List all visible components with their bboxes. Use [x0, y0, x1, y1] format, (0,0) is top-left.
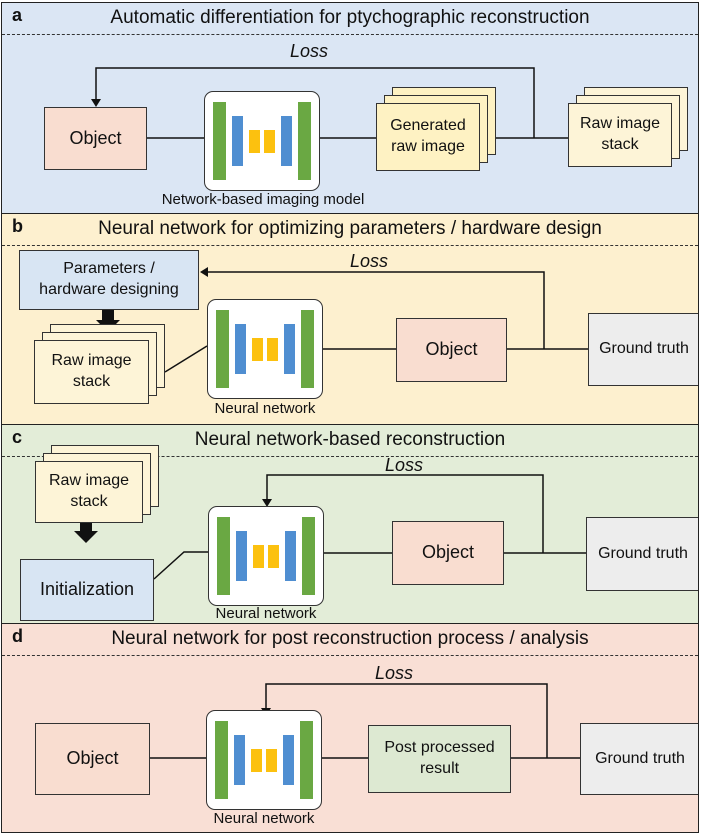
post-processed-label: Post processed result — [384, 739, 495, 777]
panel-letter: d — [12, 626, 23, 646]
decoder-bar-outer — [301, 310, 314, 388]
connector-lines — [91, 67, 568, 139]
bottleneck-bar-right — [264, 130, 275, 153]
raw-image-stack-label: Raw image stack — [579, 115, 661, 153]
decoder-bar-inner — [285, 531, 296, 581]
ground-truth-label: Ground truth — [599, 340, 689, 358]
panel-letter: a — [12, 5, 23, 25]
ground-truth-label: Ground truth — [598, 544, 688, 562]
ground-truth-label: Ground truth — [595, 749, 685, 767]
raw-image-stack-label: Raw image stack — [51, 352, 132, 390]
encoder-bar-outer — [215, 721, 228, 799]
bottleneck-bar-left — [252, 338, 263, 361]
divider — [2, 456, 698, 457]
encoder-bar-outer — [216, 310, 229, 388]
bottleneck-bar-right — [267, 338, 278, 361]
encoder-bar-outer — [213, 102, 226, 180]
decoder-bar-inner — [284, 324, 295, 374]
decoder-bar-inner — [283, 735, 294, 785]
panel-d: d Neural network for post reconstruction… — [1, 623, 699, 833]
loss-label: Loss — [375, 663, 414, 683]
panel-letter: b — [12, 216, 23, 236]
ground-truth-box: Ground truth — [586, 517, 698, 591]
network-label: Network-based imaging model — [161, 191, 365, 208]
object-box: Object — [44, 107, 147, 170]
initialization-label: Initialization — [39, 579, 135, 600]
object-label: Object — [69, 127, 122, 148]
loss-label: Loss — [385, 455, 424, 475]
loss-label: Loss — [290, 41, 329, 61]
decoder-bar-inner — [281, 116, 292, 166]
encoder-bar-inner — [235, 324, 246, 374]
bottleneck-bar-right — [266, 749, 277, 772]
encoder-bar-outer — [217, 517, 230, 595]
object-label: Object — [425, 339, 478, 360]
object-box: Object — [396, 318, 507, 382]
raw-image-stack-label: Raw image stack — [48, 472, 130, 510]
raw-image-stack-box: Raw image stack — [34, 340, 149, 404]
raw-image-stack-box: Raw image stack — [35, 461, 143, 523]
bottleneck-bar-left — [253, 545, 264, 568]
decoder-bar-outer — [298, 102, 311, 180]
panel-title: Automatic differentiation for ptychograp… — [110, 7, 590, 28]
generated-raw-image-box: Generated raw image — [376, 103, 480, 171]
bottleneck-bar-left — [249, 130, 260, 153]
network-label: Neural network — [213, 810, 315, 827]
ground-truth-box: Ground truth — [580, 723, 698, 795]
panel-a: a Automatic differentiation for ptychogr… — [1, 2, 699, 214]
connector-lines — [74, 474, 586, 580]
loss-label: Loss — [350, 251, 389, 271]
raw-image-stack-box: Raw image stack — [568, 103, 672, 167]
panel-title: Neural network for post reconstruction p… — [111, 628, 589, 649]
ground-truth-box: Ground truth — [588, 313, 698, 386]
object-box: Object — [392, 521, 504, 585]
divider — [2, 34, 698, 35]
encoder-bar-inner — [234, 735, 245, 785]
network-icon — [208, 506, 324, 606]
divider — [2, 245, 698, 246]
generated-raw-image-label: Generated raw image — [390, 117, 466, 155]
divider — [2, 655, 698, 656]
panel-b: b Neural network for optimizing paramete… — [1, 213, 699, 425]
panel-letter: c — [12, 427, 23, 447]
parameters-label: Parameters / hardware designing — [39, 260, 179, 298]
object-label: Object — [66, 748, 119, 769]
network-icon — [206, 710, 322, 810]
panel-c: c Neural network-based reconstruction Lo… — [1, 424, 699, 624]
post-processed-box: Post processed result — [368, 725, 511, 793]
panel-title: Neural network for optimizing parameters… — [98, 218, 602, 239]
decoder-bar-outer — [300, 721, 313, 799]
encoder-bar-inner — [232, 116, 243, 166]
encoder-bar-inner — [236, 531, 247, 581]
network-icon — [204, 91, 320, 191]
panel-title: Neural network-based reconstruction — [194, 429, 506, 450]
bottleneck-bar-right — [268, 545, 279, 568]
initialization-box: Initialization — [20, 559, 154, 621]
bottleneck-bar-left — [251, 749, 262, 772]
parameters-box: Parameters / hardware designing — [19, 250, 199, 310]
object-box: Object — [35, 723, 150, 795]
object-label: Object — [421, 542, 475, 563]
decoder-bar-outer — [302, 517, 315, 595]
network-label: Neural network — [215, 605, 317, 622]
network-icon — [207, 299, 323, 399]
network-label: Neural network — [214, 400, 316, 417]
